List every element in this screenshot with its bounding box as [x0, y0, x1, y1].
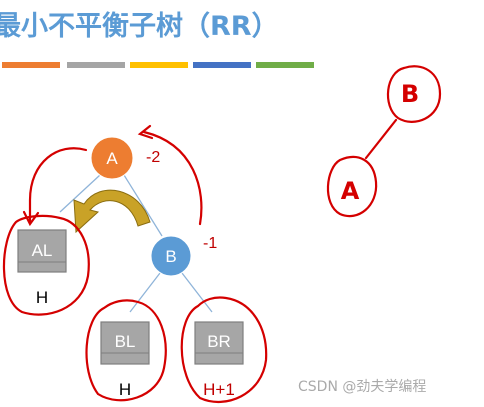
slide-title: 最小不平衡子树（RR） [0, 11, 279, 42]
accent-bars [0, 62, 320, 68]
ink-edge-sketch [364, 118, 398, 160]
ink-circle-br [180, 296, 268, 403]
node-a-balance: -2 [146, 149, 160, 166]
sketch-label-b: B [401, 80, 419, 108]
edge-a-b [123, 174, 163, 237]
subtree-al-box [17, 229, 67, 273]
subtree-al-height: H [36, 288, 48, 307]
ink-circle-al [2, 214, 90, 316]
subtree-br-box [194, 321, 244, 365]
watermark: CSDN @劲夫学编程 [298, 379, 427, 395]
accent-bar-gray [67, 62, 125, 68]
ink-arrow-to-a [137, 124, 203, 226]
edge-b-br [181, 272, 213, 313]
subtree-br-height: H+1 [203, 380, 235, 399]
ink-circle-sketch-b [386, 65, 442, 123]
accent-bar-orange [2, 62, 60, 68]
node-b [150, 235, 192, 277]
subtree-bl-height: H [119, 380, 131, 399]
edge-b-bl [129, 272, 161, 313]
node-a [90, 136, 134, 180]
node-b-label: B [165, 247, 176, 266]
subtree-bl-box [100, 321, 150, 365]
sketch-label-a: A [341, 177, 360, 205]
accent-bar-yellow [130, 62, 188, 68]
accent-bar-blue [193, 62, 251, 68]
node-b-balance: -1 [203, 235, 217, 252]
accent-bar-green [256, 62, 314, 68]
node-a-label: A [106, 149, 118, 168]
edge-a-al [59, 174, 101, 213]
subtree-bl-label: BL [115, 332, 136, 351]
subtree-br-label: BR [207, 332, 231, 351]
ink-circle-bl [85, 299, 167, 402]
ink-circle-sketch-a [326, 155, 378, 218]
subtree-al-label: AL [32, 241, 53, 260]
rotation-arrow [73, 189, 151, 234]
